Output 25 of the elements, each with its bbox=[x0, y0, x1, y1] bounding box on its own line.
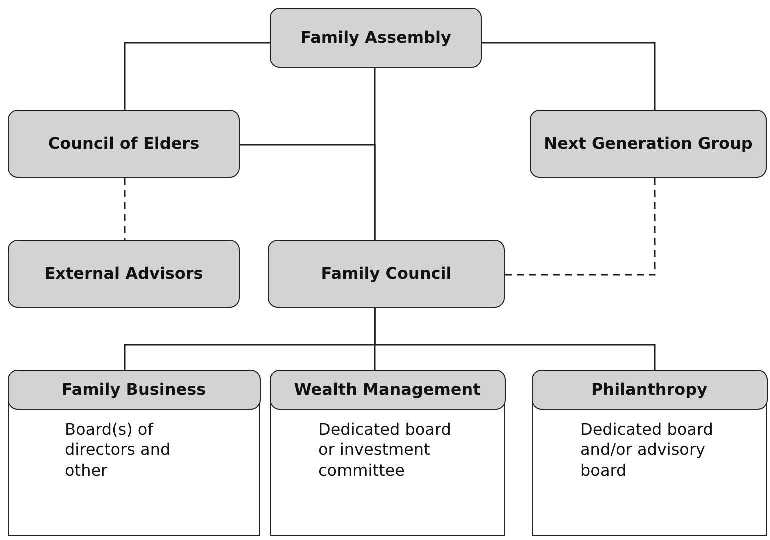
connector-line bbox=[374, 308, 656, 370]
card-header: Philanthropy bbox=[532, 370, 768, 410]
card-description: Dedicated board and/or advisory board bbox=[580, 418, 714, 482]
box-title: External Advisors bbox=[44, 264, 204, 284]
box-title: Next Generation Group bbox=[544, 134, 753, 154]
connector-line bbox=[124, 42, 270, 110]
org-box bbox=[270, 8, 482, 68]
box-title: Family Assembly bbox=[300, 28, 452, 48]
org-box bbox=[530, 110, 767, 178]
org-card bbox=[8, 370, 260, 536]
org-card bbox=[270, 370, 505, 536]
org-box bbox=[8, 110, 240, 178]
org-box bbox=[268, 240, 505, 308]
connector-line bbox=[482, 42, 656, 110]
box-title: Council of Elders bbox=[48, 134, 200, 154]
connector-line bbox=[240, 144, 376, 240]
card-header: Family Business bbox=[8, 370, 260, 410]
connector-line bbox=[124, 178, 126, 240]
card-header: Wealth Management bbox=[270, 370, 506, 410]
connector-line bbox=[505, 178, 656, 276]
org-card bbox=[532, 370, 767, 536]
box-title: Family Council bbox=[321, 264, 452, 284]
card-description: Board(s) of directors and other bbox=[64, 418, 172, 482]
card-description: Dedicated board or investment committee bbox=[318, 418, 452, 482]
org-box bbox=[8, 240, 240, 308]
